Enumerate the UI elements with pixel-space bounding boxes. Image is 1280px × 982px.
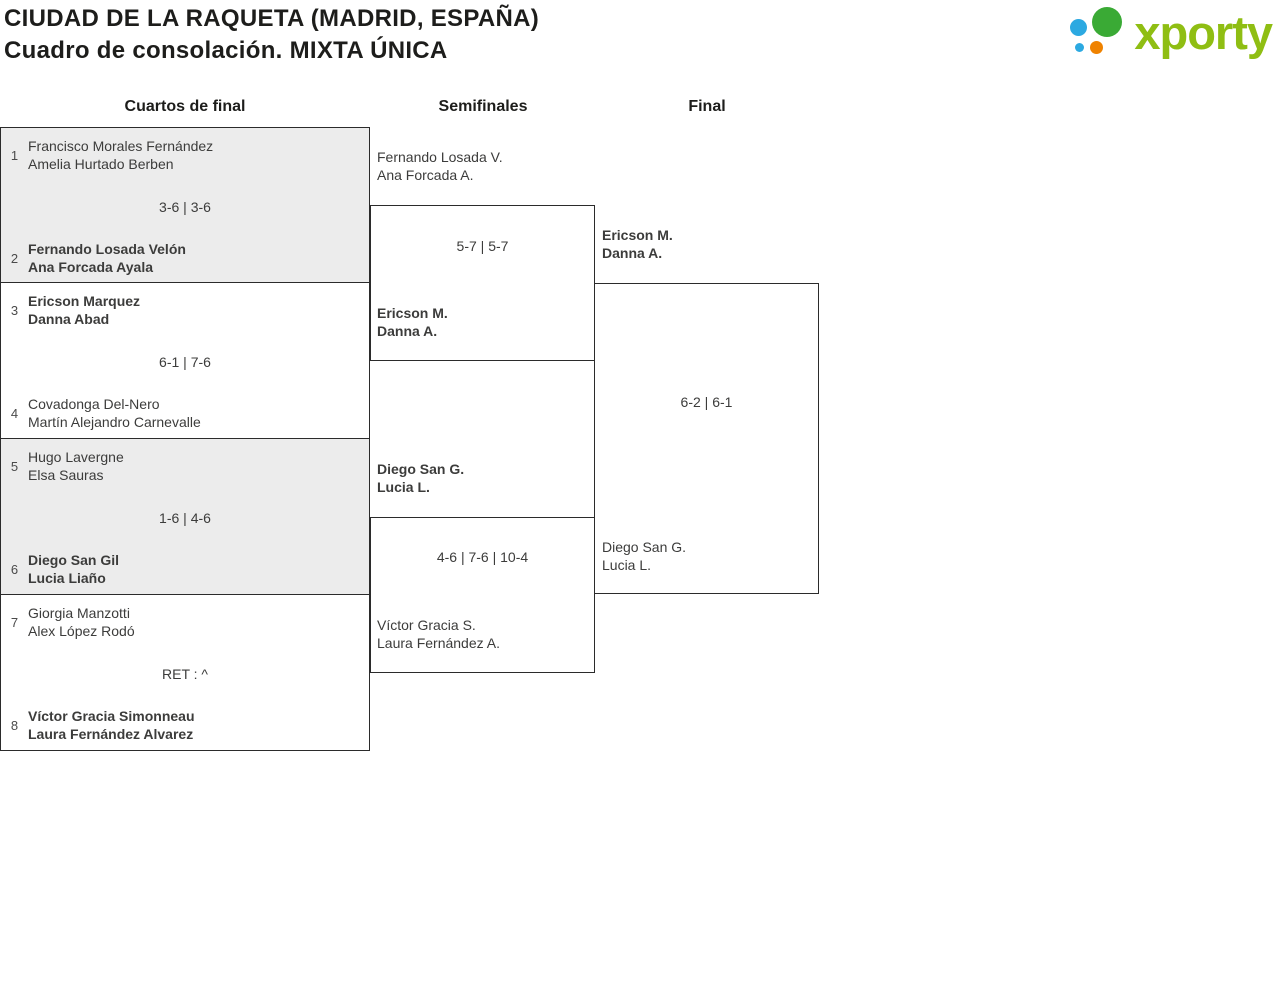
player-name: Víctor Gracia S. — [377, 617, 476, 633]
player-name: Laura Fernández Alvarez — [28, 726, 194, 742]
match-score: 6-2 | 6-1 — [680, 394, 733, 410]
match-quarterfinal-4: 7 Giorgia Manzotti Alex López Rodó RET :… — [0, 595, 370, 751]
logo-dot-orange — [1090, 41, 1104, 54]
match-quarterfinal-1: 1 Francisco Morales Fernández Amelia Hur… — [0, 127, 370, 283]
xporty-dots-icon — [1068, 4, 1126, 62]
player-name: Víctor Gracia Simonneau — [28, 708, 195, 724]
match-semifinal-2-box — [370, 517, 595, 673]
round-header-semifinals: Semifinales — [438, 98, 528, 115]
team-slot-bottom: 4 Covadonga Del-Nero Martín Alejandro Ca… — [7, 395, 201, 431]
player-name: Diego San G. — [377, 461, 465, 477]
team-slot-bottom: 6 Diego San Gil Lucia Liaño — [7, 551, 119, 587]
match-quarterfinal-3: 5 Hugo Lavergne Elsa Sauras 1-6 | 4-6 6 … — [0, 439, 370, 595]
logo-dot-blue-medium — [1070, 19, 1088, 36]
match-quarterfinal-2: 3 Ericson Marquez Danna Abad 6-1 | 7-6 4… — [0, 283, 370, 439]
player-name: Covadonga Del-Nero — [28, 396, 160, 412]
player-name: Elsa Sauras — [28, 467, 104, 483]
player-name: Francisco Morales Fernández — [28, 138, 214, 154]
logo-dot-blue-small — [1075, 43, 1085, 52]
player-name: Lucia L. — [602, 557, 652, 573]
seed-number: 5 — [10, 458, 19, 474]
player-name: Ericson M. — [602, 227, 673, 243]
page-subtitle: Cuadro de consolación. MIXTA ÚNICA — [4, 37, 448, 64]
seed-number: 4 — [10, 405, 19, 421]
match-score: 1-6 | 4-6 — [159, 510, 211, 526]
player-name: Giorgia Manzotti — [28, 605, 130, 621]
player-name: Danna A. — [377, 323, 438, 339]
seed-number: 6 — [10, 561, 19, 577]
player-name: Ericson Marquez — [28, 293, 141, 309]
round-header-final: Final — [688, 98, 726, 115]
match-score: 4-6 | 7-6 | 10-4 — [436, 549, 529, 565]
team-names: Francisco Morales Fernández Amelia Hurta… — [28, 137, 213, 173]
team-names: Ericson Marquez Danna Abad — [28, 292, 140, 328]
player-name: Fernando Losada V. — [377, 149, 503, 165]
player-name: Ericson M. — [377, 305, 448, 321]
seed-number: 8 — [10, 717, 19, 733]
player-name: Lucia L. — [377, 479, 430, 495]
team-slot-top: 3 Ericson Marquez Danna Abad — [7, 292, 140, 328]
team-names: Diego San Gil Lucia Liaño — [28, 551, 119, 587]
player-name: Danna Abad — [28, 311, 110, 327]
team-slot-top: 1 Francisco Morales Fernández Amelia Hur… — [7, 137, 213, 173]
team-slot-top: 5 Hugo Lavergne Elsa Sauras — [7, 448, 124, 484]
player-name: Laura Fernández A. — [377, 635, 500, 651]
player-name: Lucia Liaño — [28, 570, 106, 586]
logo-dot-green — [1092, 7, 1123, 37]
player-name: Ana Forcada Ayala — [28, 259, 154, 275]
final-team-bottom: Diego San G. Lucia L. — [602, 538, 686, 574]
seed-number: 2 — [10, 250, 19, 266]
final-team-top: Ericson M. Danna A. — [602, 226, 673, 262]
player-name: Diego San Gil — [28, 552, 120, 568]
player-name: Amelia Hurtado Berben — [28, 156, 174, 172]
semifinal-1-team-top: Fernando Losada V. Ana Forcada A. — [377, 148, 503, 184]
xporty-logo[interactable]: xporty — [1068, 4, 1273, 62]
player-name: Hugo Lavergne — [28, 449, 124, 465]
team-names: Covadonga Del-Nero Martín Alejandro Carn… — [28, 395, 201, 431]
semifinal-2-team-bottom: Víctor Gracia S. Laura Fernández A. — [377, 616, 500, 652]
match-score: 3-6 | 3-6 — [159, 199, 211, 215]
player-name: Alex López Rodó — [28, 623, 135, 639]
match-final-box — [594, 283, 819, 594]
match-score: RET : ^ — [162, 666, 208, 682]
seed-number: 1 — [10, 147, 19, 163]
team-names: Víctor Gracia Simonneau Laura Fernández … — [28, 707, 195, 743]
team-names: Giorgia Manzotti Alex López Rodó — [28, 604, 135, 640]
seed-number: 7 — [10, 614, 19, 630]
xporty-wordmark: xporty — [1134, 6, 1273, 59]
player-name: Diego San G. — [602, 539, 687, 555]
match-score: 6-1 | 7-6 — [159, 354, 211, 370]
semifinal-1-team-bottom: Ericson M. Danna A. — [377, 304, 448, 340]
seed-number: 3 — [10, 302, 19, 318]
round-header-quarterfinals: Cuartos de final — [124, 98, 246, 115]
player-name: Martín Alejandro Carnevalle — [28, 414, 201, 430]
semifinal-2-team-top: Diego San G. Lucia L. — [377, 460, 464, 496]
player-name: Danna A. — [602, 245, 663, 261]
team-names: Fernando Losada Velón Ana Forcada Ayala — [28, 240, 186, 276]
team-names: Hugo Lavergne Elsa Sauras — [28, 448, 124, 484]
team-slot-bottom: 2 Fernando Losada Velón Ana Forcada Ayal… — [7, 240, 186, 276]
player-name: Ana Forcada A. — [377, 167, 474, 183]
team-slot-bottom: 8 Víctor Gracia Simonneau Laura Fernánde… — [7, 707, 195, 743]
team-slot-top: 7 Giorgia Manzotti Alex López Rodó — [7, 604, 135, 640]
player-name: Fernando Losada Velón — [28, 241, 186, 257]
page-title: CIUDAD DE LA RAQUETA (MADRID, ESPAÑA) — [4, 5, 540, 32]
match-score: 5-7 | 5-7 — [456, 238, 509, 254]
